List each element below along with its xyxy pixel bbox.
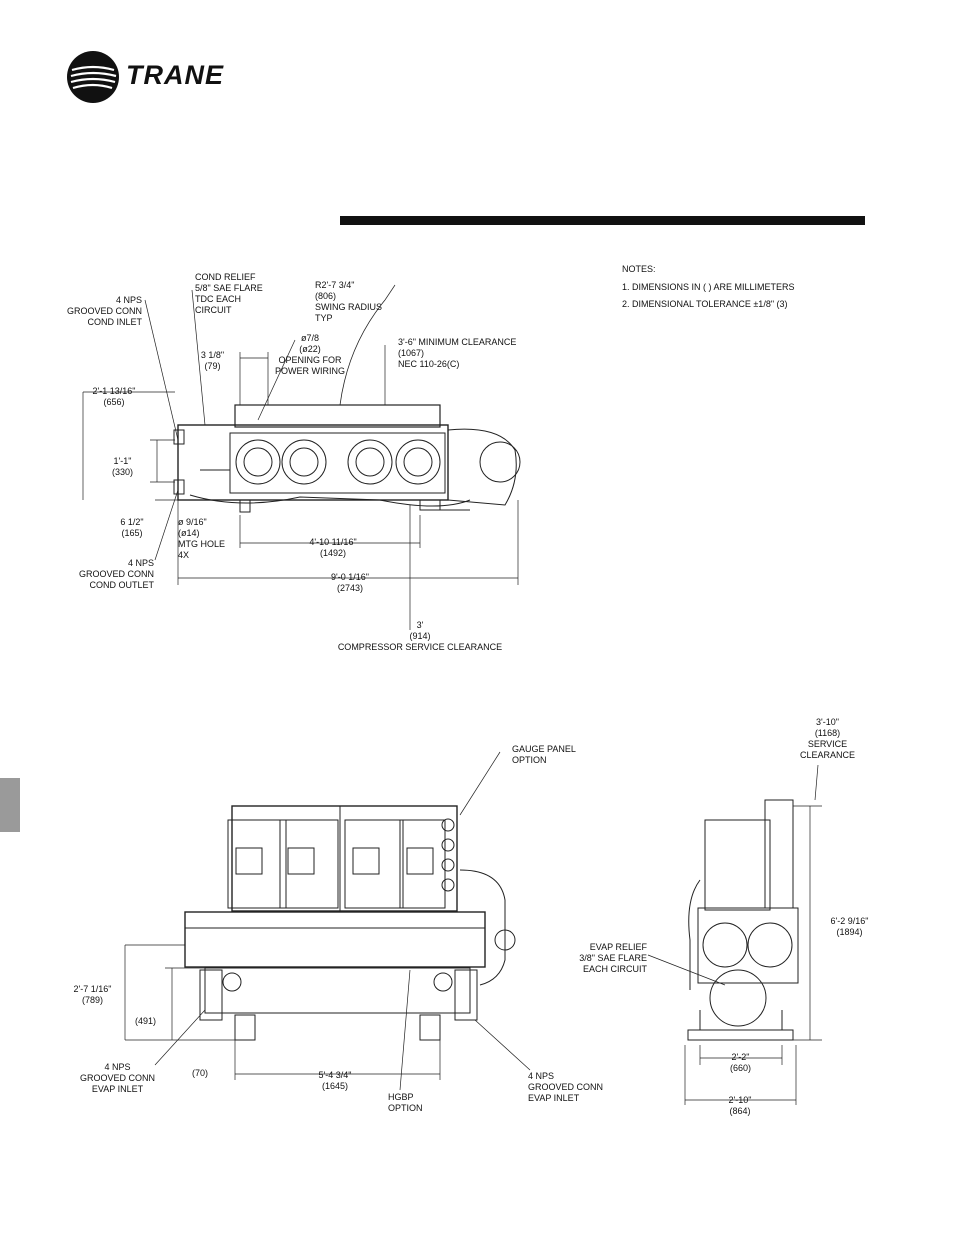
hgbp-label: HGBP OPTION: [388, 1092, 423, 1113]
cond-inlet-label: 4 NPS GROOVED CONN COND INLET: [66, 295, 142, 327]
dim-491: (491): [135, 1016, 157, 1026]
side-view-unit: [687, 799, 799, 1041]
trane-logo-mark: [67, 51, 119, 103]
cond-outlet-label: 4 NPS GROOVED CONN COND OUTLET: [78, 558, 154, 590]
evap-inlet-left-label: 4 NPS GROOVED CONN EVAP INLET: [79, 1062, 155, 1094]
compressor-clearance-label: 3' (914) COMPRESSOR SERVICE CLEARANCE: [337, 620, 503, 652]
gauge-panel-label: GAUGE PANEL OPTION: [512, 744, 576, 765]
front-view-unit: [184, 805, 516, 1041]
clearance-top-label: 3'-6" MINIMUM CLEARANCE (1067) NEC 110-2…: [398, 337, 517, 369]
note-item: 2. DIMENSIONAL TOLERANCE ±1/8" (3): [622, 299, 788, 309]
top-view-unit: [173, 404, 521, 513]
wiring-opening-label: ø7/8 (ø22) OPENING FOR POWER WIRING: [275, 333, 345, 376]
dim-9-0: 9'-0 1/16" (2743): [331, 572, 369, 593]
section-tab: [0, 778, 20, 832]
dim-5-4: 5'-4 3/4" (1645): [318, 1070, 352, 1091]
dim-2-10: 2'-10" (864): [728, 1095, 752, 1116]
mtg-hole-label: ø 9/16" (ø14) MTG HOLE 4X: [178, 517, 226, 560]
brand-wordmark: TRANE: [126, 60, 224, 90]
dim-70: (70): [192, 1068, 209, 1078]
dim-4-10: 4'-10 11/16" (1492): [309, 537, 357, 558]
dim-2-1: 2'-1 13/16" (656): [92, 386, 136, 407]
dim-2-2: 2'-2" (660): [729, 1052, 751, 1073]
notes-title: NOTES:: [622, 264, 656, 274]
evap-inlet-right-label: 4 NPS GROOVED CONN EVAP INLET: [528, 1071, 604, 1103]
cond-relief-label: COND RELIEF 5/8" SAE FLARE TDC EACH CIRC…: [195, 272, 263, 315]
dim-6-5: 6 1/2" (165): [120, 517, 144, 538]
dim-6-2: 6'-2 9/16" (1894): [830, 916, 869, 937]
evap-relief-label: EVAP RELIEF 3/8" SAE FLARE EACH CIRCUIT: [579, 942, 647, 974]
swing-radius-label: R2'-7 3/4" (806) SWING RADIUS TYP: [315, 280, 383, 323]
service-clearance-label: 3'-10" (1168) SERVICE CLEARANCE: [799, 717, 855, 760]
header-rule: [340, 216, 865, 225]
dim-1-1: 1'-1" (330): [111, 456, 133, 477]
dim-3-1-8: 3 1/8" (79): [200, 350, 225, 371]
note-item: 1. DIMENSIONS IN ( ) ARE MILLIMETERS: [622, 282, 795, 292]
dim-2-7: 2'-7 1/16" (789): [73, 984, 112, 1005]
